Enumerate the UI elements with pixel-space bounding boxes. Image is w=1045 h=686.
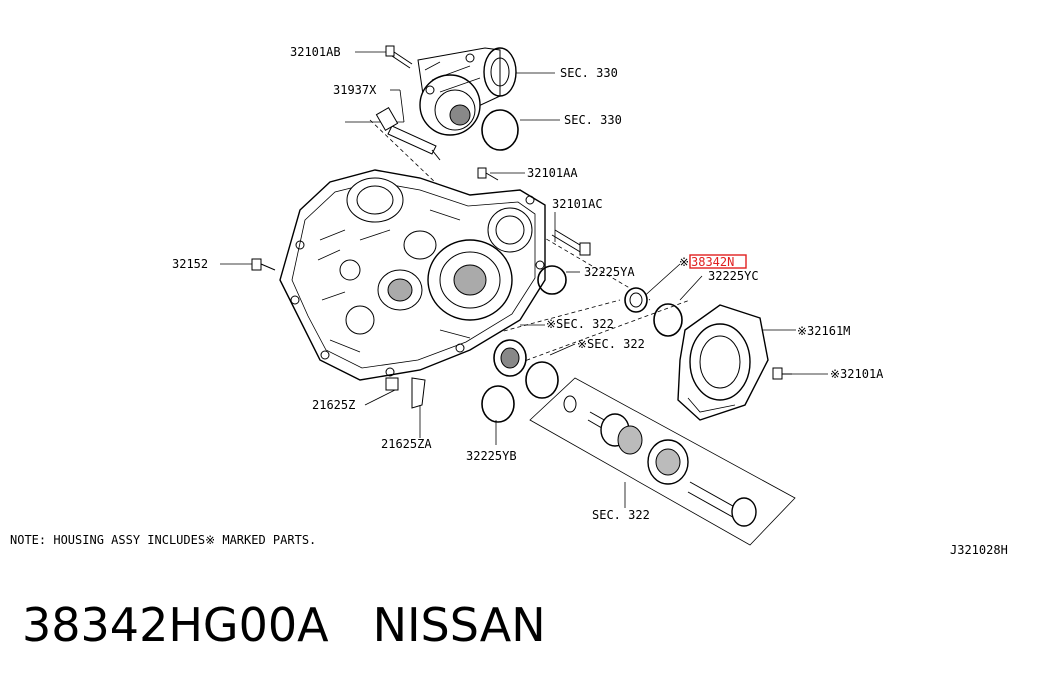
bolt-32101A: [772, 367, 792, 380]
label-38342N: 38342N: [691, 255, 734, 269]
label-sec322-bearing: ※SEC. 322: [546, 317, 614, 331]
label-32225YA: 32225YA: [584, 265, 635, 279]
housing-note: NOTE: HOUSING ASSY INCLUDES※ MARKED PART…: [10, 533, 316, 547]
cover-32161M: [677, 304, 769, 421]
label-31937X: 31937X: [333, 83, 377, 97]
label-21625Z: 21625Z: [312, 398, 355, 412]
label-32225YB: 32225YB: [466, 449, 517, 463]
label-32101AA: 32101AA: [527, 166, 578, 180]
label-32101AB: 32101AB: [290, 45, 341, 59]
brand-name: NISSAN: [372, 598, 546, 652]
o-ring-32225YA: [537, 265, 567, 295]
part-number-caption: 38342HG00A NISSAN: [22, 598, 546, 652]
gear-shaft-assembly: [529, 377, 796, 546]
o-ring-32225YB: [481, 385, 515, 423]
callout-labels: 32101AB SEC. 330 31937X SEC. 330 32101AA…: [172, 45, 884, 522]
label-32101A: ※32101A: [830, 367, 884, 381]
label-21625ZA: 21625ZA: [381, 437, 432, 451]
actuator-assembly: [417, 47, 517, 136]
label-32152: 32152: [172, 257, 208, 271]
highlight-box-38342N: [689, 254, 747, 269]
sensor-31937X: [375, 107, 441, 161]
o-ring-32225YC: [653, 303, 683, 337]
bearing-sec322: [493, 339, 527, 377]
label-sec322-shim: ※SEC. 322: [577, 337, 645, 351]
clip-21625ZA: [411, 377, 426, 409]
label-32161M: ※32161M: [797, 324, 850, 338]
bolt-32101AB: [385, 45, 413, 69]
label-sec322-shaft: SEC. 322: [592, 508, 650, 522]
bolt-32101AA: [477, 167, 499, 181]
diagram-code: J321028H: [950, 543, 1008, 557]
label-sec330-actuator: SEC. 330: [560, 66, 618, 80]
label-38342N-mark: ※: [679, 255, 689, 269]
bracket-21625Z: [385, 377, 399, 391]
leader-lines: [220, 51, 828, 508]
oil-seal-38342N: [624, 287, 648, 313]
label-32225YC: 32225YC: [708, 269, 759, 283]
label-sec330-ring: SEC. 330: [564, 113, 622, 127]
label-32101AC: 32101AC: [552, 197, 603, 211]
part-number: 38342HG00A: [22, 598, 329, 652]
bolt-32152: [251, 258, 276, 271]
shim-sec322: [525, 361, 559, 399]
o-ring-sec330: [481, 109, 519, 151]
bolt-32101AC: [551, 229, 591, 256]
transmission-housing: [279, 169, 546, 381]
